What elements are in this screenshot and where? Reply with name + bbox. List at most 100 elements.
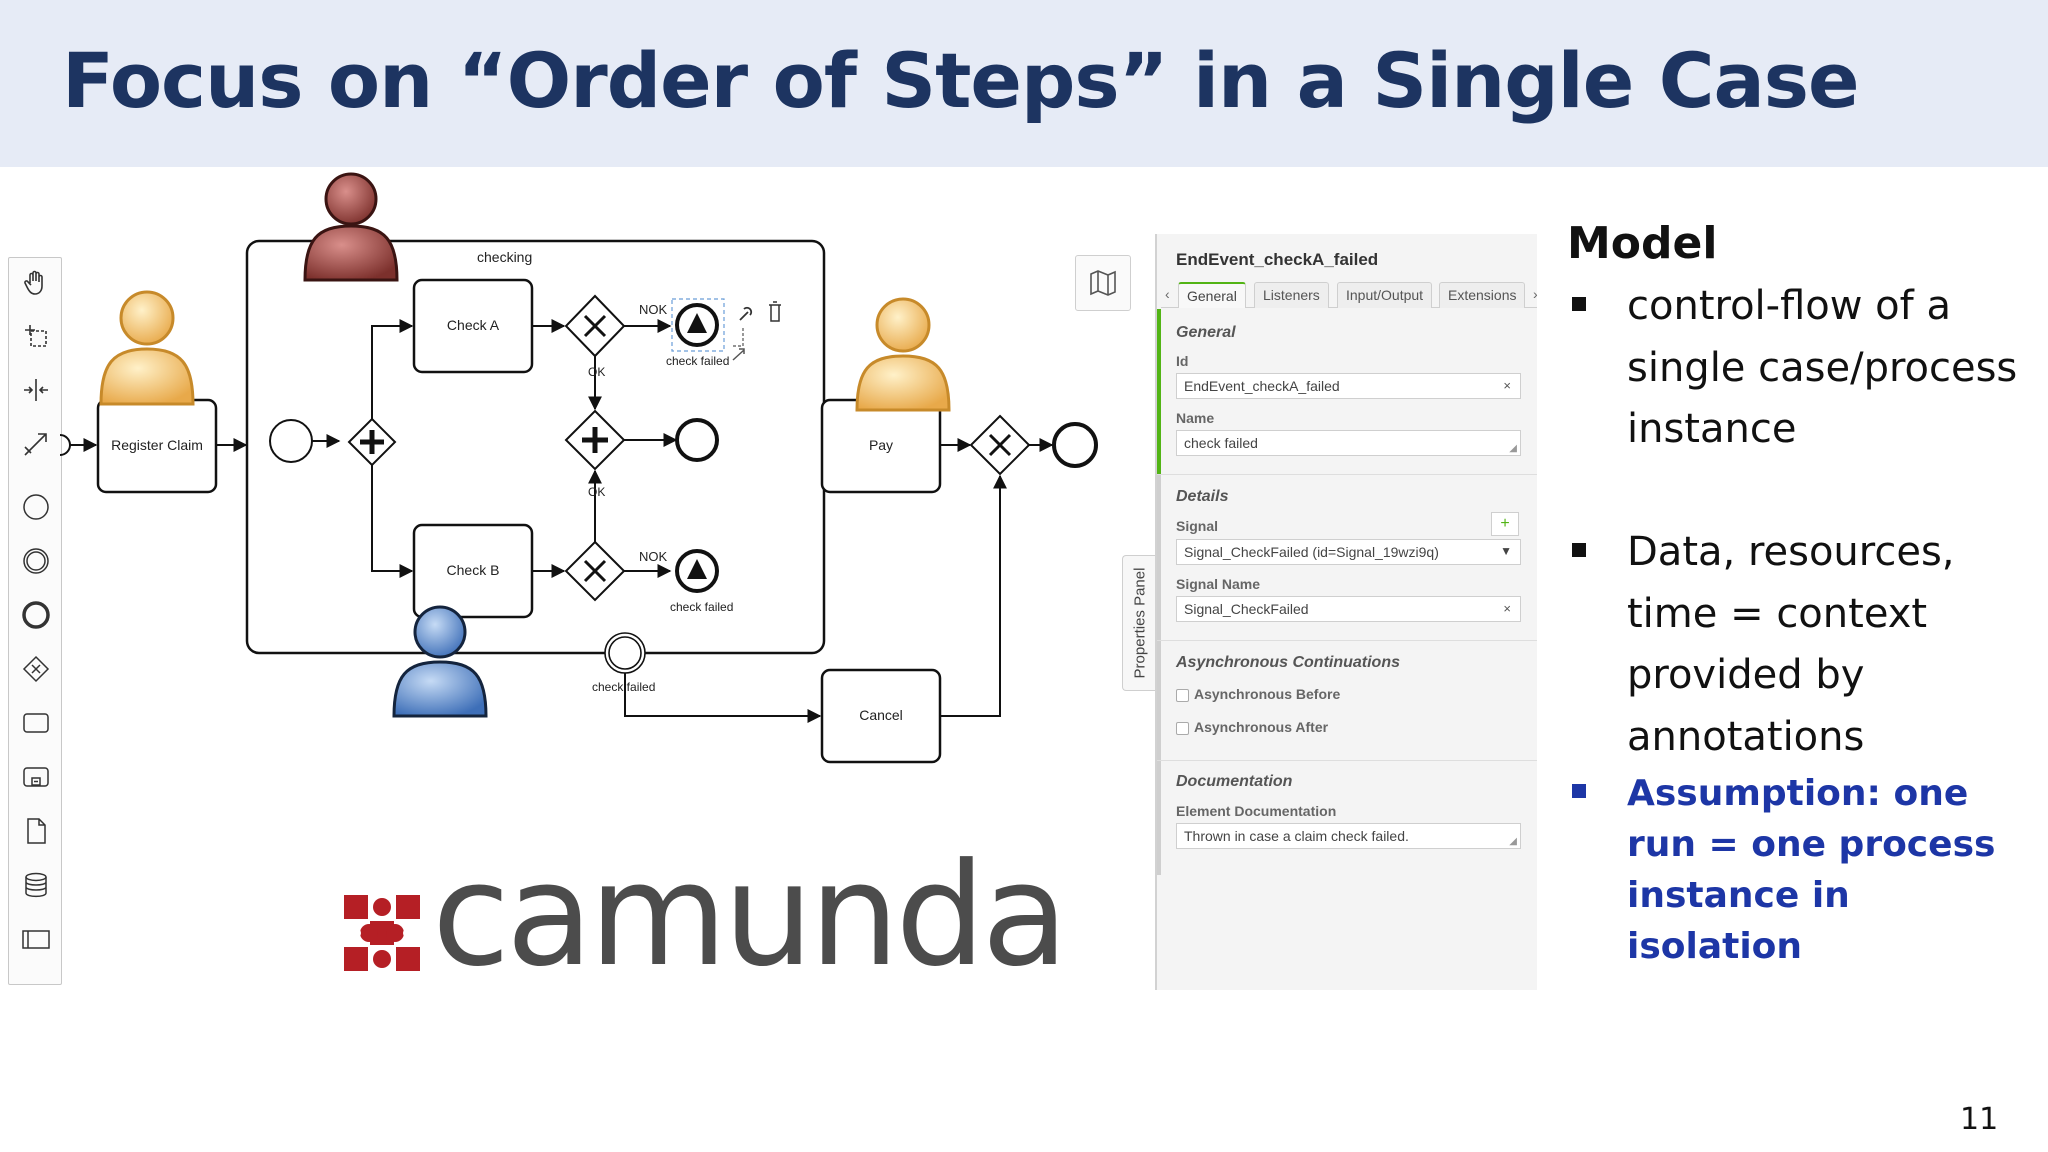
intermediate-event-icon[interactable] xyxy=(20,545,52,577)
signal-select[interactable]: Signal_CheckFailed (id=Signal_19wzi9q) ▼ xyxy=(1176,539,1521,565)
clear-id-icon[interactable]: × xyxy=(1503,378,1511,393)
flow-split-check-b[interactable] xyxy=(371,465,414,578)
clear-signal-name-icon[interactable]: × xyxy=(1503,601,1511,616)
signal-name-label: Signal Name xyxy=(1176,576,1261,592)
lasso-tool-icon[interactable] xyxy=(20,320,52,352)
title-banner xyxy=(0,0,2048,167)
xor-gateway-a-marker xyxy=(583,314,607,338)
resize-handle-icon[interactable]: ◢ xyxy=(1509,443,1517,454)
page-number: 11 xyxy=(1960,1102,1999,1137)
xor-merge-marker xyxy=(988,433,1012,457)
end-event-b-label: check failed xyxy=(670,600,733,614)
selection-outline xyxy=(671,298,725,352)
person-icon-manager xyxy=(392,605,488,718)
minimap-toggle-button[interactable] xyxy=(1075,255,1131,311)
tab-extensions[interactable]: Extensions xyxy=(1439,282,1526,308)
person-icon-employee-pay xyxy=(855,297,951,412)
flow-split-check-a[interactable] xyxy=(371,319,414,419)
async-before-checkbox[interactable] xyxy=(1176,689,1189,702)
flow-boundary-cancel[interactable] xyxy=(624,673,822,723)
id-value: EndEvent_checkA_failed xyxy=(1184,378,1340,394)
slide-title: Focus on “Order of Steps” in a Single Ca… xyxy=(62,36,1860,125)
properties-panel: EndEvent_checkA_failed ‹ General Listene… xyxy=(1155,234,1538,990)
subprocess-icon[interactable] xyxy=(20,761,52,793)
element-documentation-field[interactable]: Thrown in case a claim check failed. ◢ xyxy=(1176,823,1521,849)
model-assumption: Assumption: one run = one process instan… xyxy=(1627,773,1996,967)
properties-panel-toggle[interactable]: Properties Panel xyxy=(1122,555,1156,691)
chevron-down-icon: ▼ xyxy=(1500,544,1512,558)
start-event-icon[interactable] xyxy=(20,491,52,523)
name-field[interactable]: check failed ◢ xyxy=(1176,430,1521,456)
group-details-title: Details xyxy=(1176,488,1229,505)
separator xyxy=(1157,640,1537,641)
model-bullet-1: control-flow of a single case/process in… xyxy=(1627,283,2018,452)
map-icon xyxy=(1090,270,1116,296)
signal-name-value: Signal_CheckFailed xyxy=(1184,601,1309,617)
async-after-label: Asynchronous After xyxy=(1194,719,1329,735)
model-bullet-2: Data, resources, time = context provided… xyxy=(1627,529,1955,760)
task-register-claim-label: Register Claim xyxy=(111,437,203,453)
process-start-event[interactable] xyxy=(49,434,71,456)
flow-label-ok-a: OK xyxy=(588,365,605,379)
async-before-label: Asynchronous Before xyxy=(1194,686,1341,702)
properties-tabs: ‹ General Listeners Input/Output Extensi… xyxy=(1161,282,1538,308)
task-check-b-label: Check B xyxy=(447,562,500,578)
id-field[interactable]: EndEvent_checkA_failed × xyxy=(1176,373,1521,399)
connect-tool-icon[interactable] xyxy=(20,428,52,460)
connect-icon[interactable] xyxy=(732,348,745,361)
bullet-marker xyxy=(1572,297,1586,311)
bpmn-palette xyxy=(8,257,62,985)
space-tool-icon[interactable] xyxy=(20,374,52,406)
subprocess-end-event[interactable] xyxy=(675,418,719,462)
person-icon-checker xyxy=(303,172,399,282)
element-documentation-label: Element Documentation xyxy=(1176,803,1337,819)
group-general-title: General xyxy=(1176,324,1236,341)
bpmn-canvas[interactable]: checking Register Claim Check A NOK chec… xyxy=(49,168,1120,768)
append-icon[interactable] xyxy=(733,328,744,347)
boundary-event-inner-ring xyxy=(608,636,642,670)
separator xyxy=(1157,760,1537,761)
add-signal-button[interactable]: + xyxy=(1491,512,1519,536)
tab-scroll-right-icon[interactable]: › xyxy=(1533,286,1538,302)
flow-label-ok-b: OK xyxy=(588,485,605,499)
process-end-event[interactable] xyxy=(1052,422,1098,468)
properties-element-title: EndEvent_checkA_failed xyxy=(1176,250,1379,269)
end-event-icon[interactable] xyxy=(20,599,52,631)
flow-cancel-merge[interactable] xyxy=(940,474,1007,717)
parallel-split-marker xyxy=(360,430,384,454)
group-details-bar xyxy=(1157,475,1161,875)
task-icon[interactable] xyxy=(20,707,52,739)
tab-general[interactable]: General xyxy=(1178,282,1246,308)
tab-listeners[interactable]: Listeners xyxy=(1254,282,1329,308)
bullet-marker xyxy=(1572,543,1586,557)
trash-icon[interactable] xyxy=(769,301,781,322)
tab-scroll-left-icon[interactable]: ‹ xyxy=(1165,286,1170,302)
group-async-title: Asynchronous Continuations xyxy=(1176,654,1400,671)
model-heading: Model xyxy=(1567,218,1718,269)
subprocess-label: checking xyxy=(477,249,532,265)
group-general-bar xyxy=(1157,309,1161,499)
camunda-logo-mark xyxy=(344,895,420,971)
separator xyxy=(1157,474,1537,475)
gateway-icon[interactable] xyxy=(20,653,52,685)
signal-name-field[interactable]: Signal_CheckFailed × xyxy=(1176,596,1521,622)
task-pay-label: Pay xyxy=(869,437,893,453)
group-documentation-title: Documentation xyxy=(1176,773,1293,790)
data-object-icon[interactable] xyxy=(20,815,52,847)
task-check-a-label: Check A xyxy=(447,317,500,333)
boundary-event-label: check failed xyxy=(592,680,655,694)
wrench-icon[interactable] xyxy=(739,306,753,321)
subprocess-start-event[interactable] xyxy=(269,419,313,463)
properties-panel-toggle-label: Properties Panel xyxy=(1131,567,1148,679)
signal-label: Signal xyxy=(1176,518,1219,534)
data-store-icon[interactable] xyxy=(20,869,52,901)
tab-input-output[interactable]: Input/Output xyxy=(1337,282,1433,308)
name-value: check failed xyxy=(1184,435,1258,451)
bullet-marker-blue xyxy=(1572,784,1586,798)
subprocess-checking[interactable] xyxy=(245,239,826,655)
camunda-logo: camunda xyxy=(340,833,1069,998)
hand-tool-icon[interactable] xyxy=(20,266,52,298)
async-after-checkbox[interactable] xyxy=(1176,722,1189,735)
pool-icon[interactable] xyxy=(20,923,52,955)
resize-handle-icon[interactable]: ◢ xyxy=(1509,836,1517,847)
